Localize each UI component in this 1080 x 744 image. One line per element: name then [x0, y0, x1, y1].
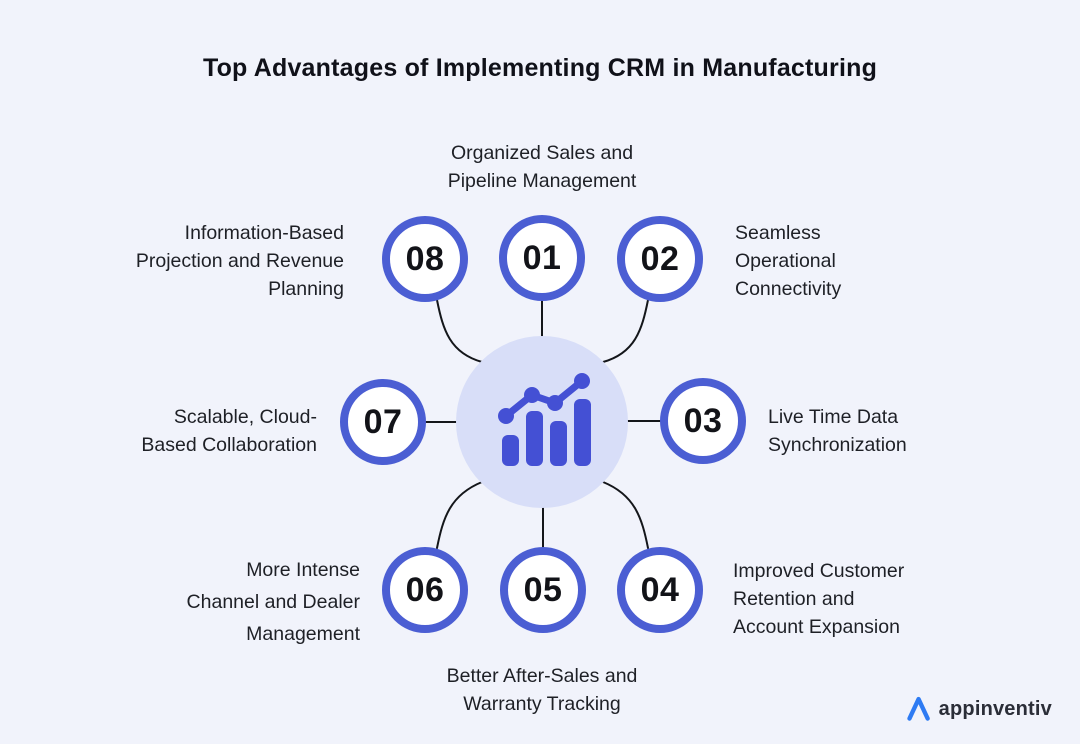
step-number: 05	[523, 570, 563, 609]
step-circle-06: 06	[382, 547, 468, 633]
step-circle-03: 03	[660, 378, 746, 464]
step-number: 03	[683, 401, 723, 440]
step-circle-05: 05	[500, 547, 586, 633]
step-label-01: Organized Sales and Pipeline Management	[447, 142, 637, 192]
center-circle	[456, 336, 628, 508]
step-number: 01	[522, 238, 562, 277]
appinventiv-logo-icon	[906, 696, 930, 721]
step-number: 02	[640, 239, 680, 278]
appinventiv-logo-text: appinventiv	[938, 697, 1052, 720]
step-label-05: Better After-Sales and Warranty Tracking	[446, 665, 638, 715]
step-circle-02: 02	[617, 216, 703, 302]
step-circle-01: 01	[499, 215, 585, 301]
step-circle-08: 08	[382, 216, 468, 302]
connector-04	[602, 481, 649, 549]
step-circle-07: 07	[340, 379, 426, 465]
step-label-08: Information-Based Projection and Revenue…	[135, 222, 344, 300]
step-circle-04: 04	[617, 547, 703, 633]
step-label-03: Live Time Data Synchronization	[768, 406, 907, 456]
connector-02	[602, 299, 649, 363]
connector-08	[436, 299, 483, 363]
connector-06	[436, 481, 483, 549]
step-number: 06	[405, 570, 445, 609]
page-title: Top Advantages of Implementing CRM in Ma…	[202, 54, 878, 82]
step-label-04: Improved Customer Retention and Account …	[733, 560, 905, 638]
appinventiv-logo: appinventiv	[906, 696, 1052, 722]
step-number: 08	[405, 239, 445, 278]
step-number: 07	[363, 402, 403, 441]
bar-chart-trend-icon	[498, 373, 591, 466]
step-label-07: Scalable, Cloud- Based Collaboration	[141, 406, 317, 456]
step-label-02: Seamless Operational Connectivity	[735, 222, 842, 300]
step-number: 04	[640, 570, 680, 609]
step-label-06: More Intense Channel and Dealer Manageme…	[186, 559, 360, 645]
